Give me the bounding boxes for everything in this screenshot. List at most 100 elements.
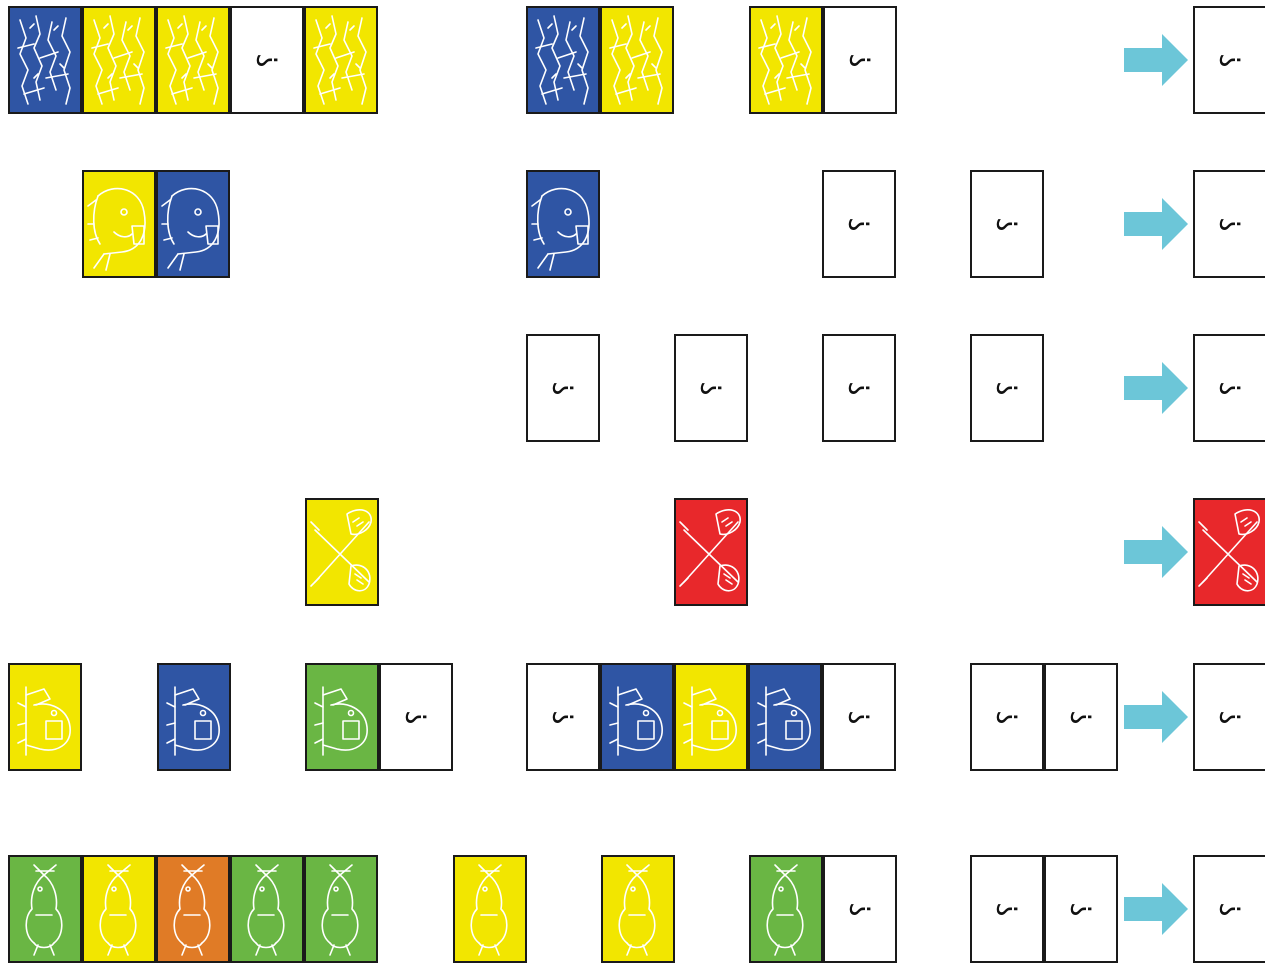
question-mark: ?: [1046, 665, 1116, 769]
question-mark-glyph: ?: [843, 217, 876, 232]
card-r1-g1-c1: [8, 6, 82, 114]
question-mark-glyph: ?: [991, 902, 1024, 917]
card-r6-g1-c4: [230, 855, 304, 963]
card-r2-g4-c1: ?: [970, 170, 1044, 278]
card-r5-g5-c1: ?: [970, 663, 1044, 771]
answer-card-r2: ?: [1193, 170, 1265, 278]
card-r3-g1-c1: ?: [526, 334, 600, 442]
question-mark: ?: [1195, 665, 1265, 769]
card-r1-g2-c1: [526, 6, 600, 114]
right-arrow-icon: [1124, 883, 1190, 935]
fish-icon: [10, 857, 80, 961]
card-r4-g1-c1: [305, 498, 379, 606]
question-mark-glyph: ?: [547, 381, 580, 396]
question-mark-glyph: ?: [844, 53, 877, 68]
card-r5-g3-c1: [305, 663, 379, 771]
fish-head-icon: [676, 665, 746, 769]
answer-card-r3: ?: [1193, 334, 1265, 442]
card-r6-g5-c1: ?: [970, 855, 1044, 963]
question-mark-glyph: ?: [400, 710, 433, 725]
fish-icon: [232, 857, 302, 961]
question-mark-glyph: ?: [844, 902, 877, 917]
fish-icon: [158, 857, 228, 961]
card-r5-g3-c2: ?: [379, 663, 453, 771]
right-arrow-icon: [1124, 362, 1190, 414]
question-mark-glyph: ?: [1214, 53, 1247, 68]
card-r1-g2-c2: [600, 6, 674, 114]
card-r1-g3-c1: [749, 6, 823, 114]
question-mark: ?: [1195, 857, 1265, 961]
card-r6-g1-c1: [8, 855, 82, 963]
question-mark: ?: [1195, 8, 1265, 112]
shrimp-cluster-icon: [528, 8, 598, 112]
card-r6-g4-c1: [749, 855, 823, 963]
card-r1-g1-c4: ?: [230, 6, 304, 114]
question-mark: ?: [824, 336, 894, 440]
question-mark-glyph: ?: [547, 710, 580, 725]
card-r5-g1-c1: [8, 663, 82, 771]
answer-card-r1: ?: [1193, 6, 1265, 114]
crossed-fish-icon: [307, 500, 377, 604]
question-mark-glyph: ?: [1214, 902, 1247, 917]
question-mark: ?: [676, 336, 746, 440]
card-r3-g2-c1: ?: [674, 334, 748, 442]
question-mark: ?: [232, 8, 302, 112]
shrimp-cluster-icon: [84, 8, 154, 112]
question-mark: ?: [825, 8, 895, 112]
question-mark: ?: [972, 172, 1042, 276]
card-r2-g2-c1: [526, 170, 600, 278]
question-mark: ?: [1046, 857, 1116, 961]
card-r6-g1-c3: [156, 855, 230, 963]
fish-icon: [306, 857, 376, 961]
card-r1-g1-c2: [82, 6, 156, 114]
card-r6-g1-c5: [304, 855, 378, 963]
question-mark: ?: [972, 336, 1042, 440]
question-mark-glyph: ?: [843, 381, 876, 396]
whale-icon: [528, 172, 598, 276]
question-mark: ?: [381, 665, 451, 769]
question-mark-glyph: ?: [1214, 710, 1247, 725]
question-mark: ?: [972, 665, 1042, 769]
question-mark: ?: [824, 665, 894, 769]
card-r5-g2-c1: [157, 663, 231, 771]
fish-icon: [603, 857, 673, 961]
card-r6-g5-c2: ?: [1044, 855, 1118, 963]
whale-icon: [158, 172, 228, 276]
card-r5-g4-c4: [748, 663, 822, 771]
card-r2-g1-c2: [156, 170, 230, 278]
question-mark-glyph: ?: [1214, 217, 1247, 232]
question-mark: ?: [1195, 172, 1265, 276]
card-r5-g4-c3: [674, 663, 748, 771]
right-arrow-icon: [1124, 526, 1190, 578]
question-mark-glyph: ?: [991, 710, 1024, 725]
question-mark: ?: [824, 172, 894, 276]
question-mark-glyph: ?: [991, 217, 1024, 232]
crossed-fish-icon: [676, 500, 746, 604]
card-r6-g3-c1: [601, 855, 675, 963]
fish-icon: [84, 857, 154, 961]
shrimp-cluster-icon: [602, 8, 672, 112]
right-arrow-icon: [1124, 34, 1190, 86]
question-mark-glyph: ?: [1214, 381, 1247, 396]
question-mark: ?: [972, 857, 1042, 961]
fish-icon: [751, 857, 821, 961]
card-r3-g4-c1: ?: [970, 334, 1044, 442]
card-r6-g2-c1: [453, 855, 527, 963]
crossed-fish-icon: [1195, 500, 1265, 604]
fish-head-icon: [602, 665, 672, 769]
question-mark: ?: [528, 336, 598, 440]
question-mark: ?: [825, 857, 895, 961]
right-arrow-icon: [1124, 198, 1190, 250]
question-mark-glyph: ?: [251, 53, 284, 68]
fish-head-icon: [10, 665, 80, 769]
whale-icon: [84, 172, 154, 276]
card-r2-g3-c1: ?: [822, 170, 896, 278]
card-r1-g3-c2: ?: [823, 6, 897, 114]
card-r5-g4-c1: ?: [526, 663, 600, 771]
right-arrow-icon: [1124, 691, 1190, 743]
question-mark-glyph: ?: [1065, 902, 1098, 917]
card-r5-g5-c2: ?: [1044, 663, 1118, 771]
question-mark: ?: [1195, 336, 1265, 440]
shrimp-cluster-icon: [751, 8, 821, 112]
